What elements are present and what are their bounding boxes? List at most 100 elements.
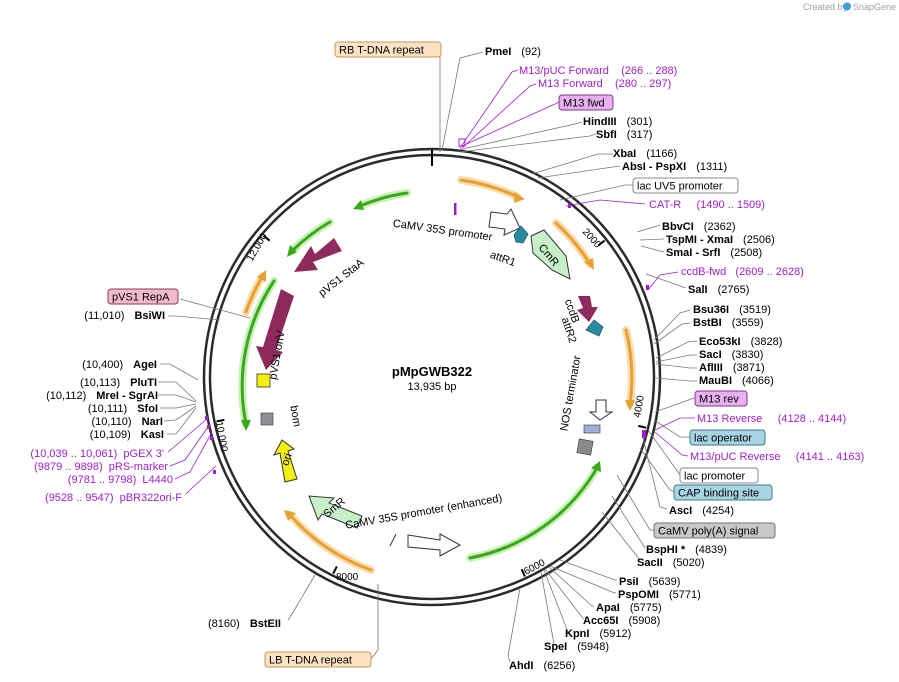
enzyme-position: (10,110) — [91, 416, 131, 428]
enzyme-position: (8160) — [208, 618, 240, 630]
enzyme-position: (4254) — [702, 505, 734, 517]
lac-operator-marker — [583, 424, 601, 434]
enzyme-name: Bsu36I — [693, 304, 729, 316]
feature-box-bg — [558, 94, 614, 111]
primer-label-9781-9798-l4440: (9781 .. 9798) L4440 — [68, 474, 173, 486]
tick-mark-12000 — [262, 234, 271, 242]
arc-arrowheads — [241, 192, 635, 521]
enzyme-kasi: (10,109)KasI — [90, 429, 164, 441]
primer-label-m13-puc-reverse-4141-4163: M13/pUC Reverse (4141 .. 4163) — [690, 451, 864, 463]
primer-label-m13-reverse-4128-4144: M13 Reverse (4128 .. 4144) — [697, 413, 846, 425]
feature-box-label: CAP binding site — [678, 488, 759, 500]
primer-label-cat-r-1490-1509: CAT-R (1490 .. 1509) — [649, 199, 765, 211]
feature-box-bg — [653, 522, 776, 539]
tick-mark-10000 — [216, 418, 225, 423]
enzyme-position: (3559) — [732, 317, 764, 329]
enzyme-psii: PsiI(5639) — [619, 576, 680, 588]
enzyme-name: PsiI — [619, 576, 639, 588]
tick-mark-4000 — [638, 424, 647, 429]
camv35s-enhanced-tail — [389, 533, 397, 547]
enzyme-nari: (10,110) NarI — [91, 416, 163, 428]
cmr-arrow — [530, 229, 571, 280]
enzyme-name: Acc65I — [583, 615, 618, 627]
enzyme-position: (10,112) — [46, 390, 86, 402]
tick-label-4000: 4000 — [632, 394, 647, 418]
enzyme-position: (3871) — [733, 362, 765, 374]
feature-box-cap-binding-site: CAP binding site — [673, 484, 773, 501]
tick-marks — [216, 234, 647, 577]
camv-polya-marker — [576, 438, 594, 456]
feature-box-label: LB T-DNA repeat — [269, 655, 352, 667]
enzyme-name: PspOMI — [618, 589, 659, 601]
primer-label-10-039-10-061-pgex-3: (10,039 .. 10,061) pGEX 3' — [30, 448, 164, 460]
enzyme-name: SmaI - SrfI — [666, 247, 720, 259]
label-nos-terminator: NOS terminator — [558, 354, 583, 432]
feature-box-label: M13 fwd — [563, 98, 605, 110]
enzyme-acc65i: Acc65I (5908) — [583, 615, 660, 627]
feature-box-m13-rev: M13 rev — [694, 390, 748, 407]
arrowhead-green-2 — [287, 245, 297, 257]
arrowhead-green-1 — [353, 200, 364, 210]
enzyme-name: AgeI — [133, 359, 157, 371]
enzyme-bsiwi: (11,010)BsiWI — [84, 310, 165, 322]
primer-leader-lines — [167, 69, 695, 495]
enzyme-name: ApaI — [596, 602, 620, 614]
camv35s-promoter-arrow — [488, 208, 521, 236]
enzyme-position: (5908) — [628, 615, 660, 627]
enzyme-sali: SalI(2765) — [688, 284, 749, 296]
enzyme-position: (6256) — [543, 660, 575, 672]
feature-box-bg — [264, 651, 372, 668]
nos-terminator-arrow — [588, 399, 614, 421]
snapgene-logo-icon — [843, 2, 851, 11]
feature-box-rb-t-dna-repeat: RB T-DNA repeat — [334, 41, 442, 58]
enzyme-apai: ApaI(5775) — [596, 602, 662, 614]
enzyme-smai-srfi: SmaI - SrfI (2508) — [666, 247, 762, 259]
primer-site-marks — [205, 138, 649, 474]
label-ori: ori — [279, 452, 294, 468]
enzyme-name: SpeI — [544, 641, 567, 653]
enzyme-name: AbsI - PspXI — [622, 161, 686, 173]
enzyme-kpni: KpnI(5912) — [565, 628, 631, 640]
pvs1-oriv-yellow-marker — [256, 373, 271, 388]
arrowhead-green-4 — [591, 461, 601, 472]
enzyme-position: (2508) — [730, 247, 762, 259]
feature-box-lb-t-dna-repeat: LB T-DNA repeat — [264, 651, 372, 668]
enzyme-name: XbaI — [613, 148, 636, 160]
enzyme-position: (3830) — [732, 349, 764, 361]
arrowhead-orange-5 — [257, 270, 266, 282]
enzyme-name: KpnI — [565, 628, 589, 640]
enzyme-position: (5020) — [673, 557, 705, 569]
attr1-marker — [513, 225, 529, 244]
feature-box-lac-promoter: lac promoter — [679, 467, 759, 484]
tick-mark-6000 — [520, 568, 526, 577]
bom-marker — [260, 412, 274, 426]
feature-box-label: lac promoter — [684, 471, 745, 483]
enzyme-pmei: PmeI(92) — [485, 46, 541, 58]
enzyme-name: KasI — [141, 429, 164, 441]
enzyme-afliii: AflIII (3871) — [699, 362, 765, 374]
enzyme-bsphi: BspHI *(4839) — [646, 544, 727, 556]
camv35s-enhanced-arrow — [407, 533, 462, 557]
enzyme-position: (10,113) — [80, 377, 120, 389]
enzyme-maubi: MauBI(4066) — [699, 375, 774, 387]
enzyme-eco53ki: Eco53kI(3828) — [699, 336, 782, 348]
enzyme-position: (11,010) — [84, 310, 124, 322]
enzyme-name: NarI — [142, 416, 163, 428]
feature-box-label: pVS1 RepA — [112, 292, 170, 304]
enzyme-mrei-sgrai: (10,112)MreI - SgrAI — [46, 390, 158, 402]
brand-created-by: Created by — [803, 2, 848, 12]
enzyme-position: (5948) — [577, 641, 609, 653]
tick-label-10000: 10,000 — [213, 421, 229, 453]
enzyme-position: (10,111) — [88, 403, 127, 415]
enzyme-absi-pspxi: AbsI - PspXI(1311) — [622, 161, 727, 173]
enzymes-right: PmeI(92)HindIII(301)SbfI(317)XbaI(1166)A… — [485, 46, 782, 672]
arrowhead-orange-1 — [514, 192, 525, 203]
feature-arc-orange-4 — [288, 513, 373, 572]
feature-box-bg — [632, 177, 739, 194]
enzyme-name: AflIII — [699, 362, 723, 374]
enzyme-position: (5771) — [669, 589, 701, 601]
ccdb-arrow — [577, 296, 598, 322]
enzyme-agei: (10,400)AgeI — [82, 359, 157, 371]
enzyme-name: BspHI * — [646, 544, 686, 556]
label-attr1: attR1 — [488, 249, 517, 269]
